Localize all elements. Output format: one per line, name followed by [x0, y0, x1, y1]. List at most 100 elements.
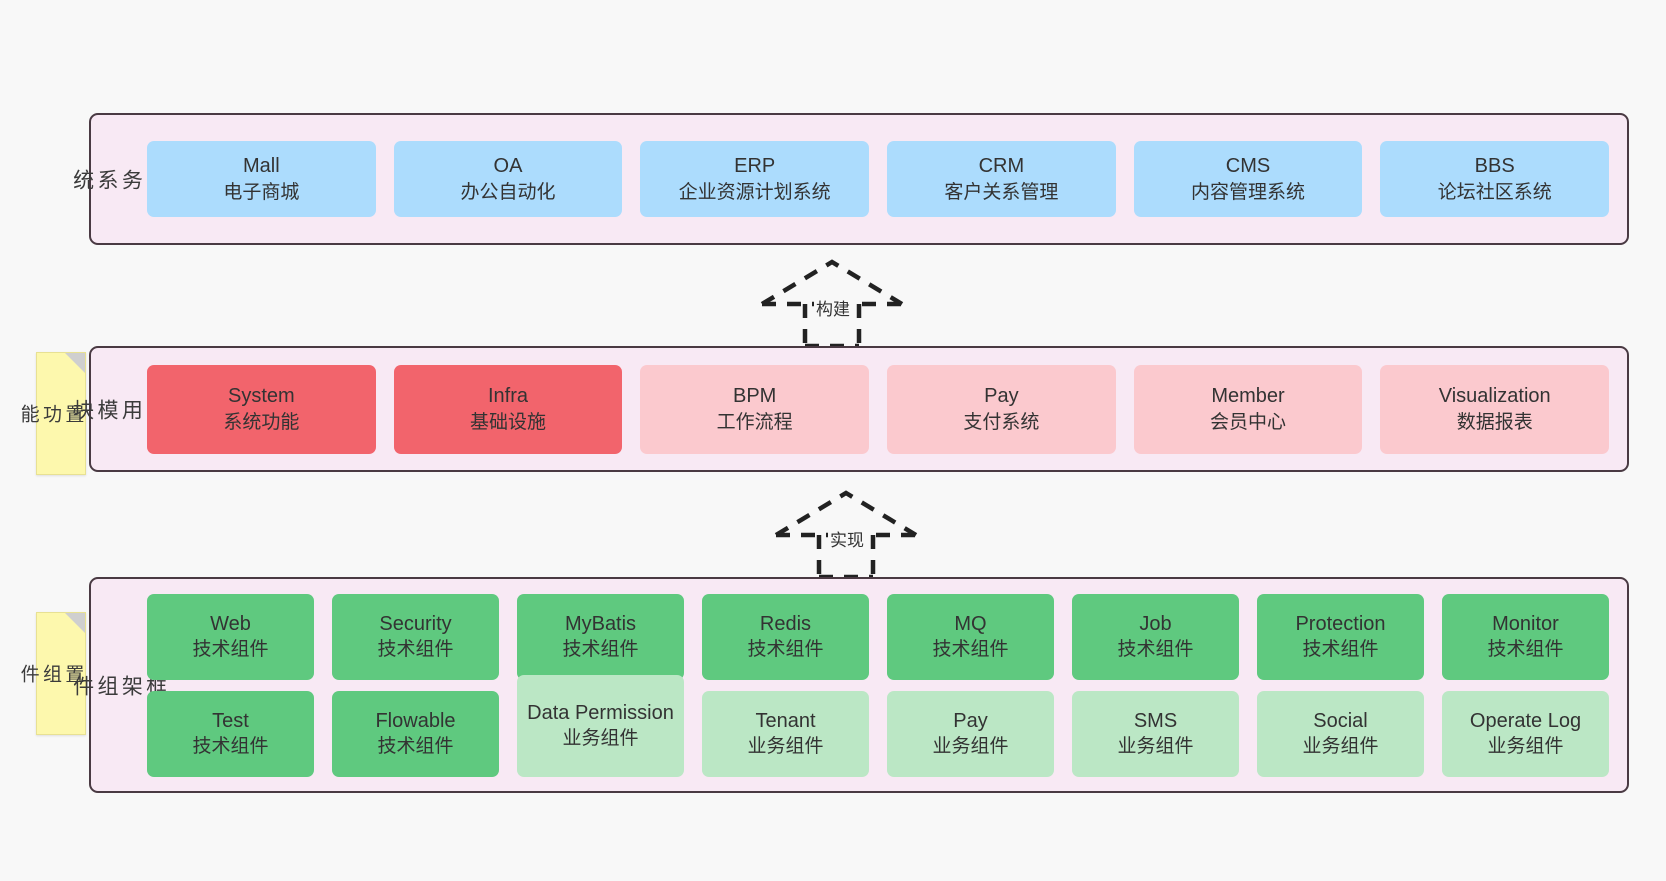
node-subtitle: 技术组件 [192, 639, 269, 661]
node-monitor[interactable]: Monitor 技术组件 [1442, 593, 1609, 680]
node-system[interactable]: System 系统功能 [147, 364, 376, 454]
node-subtitle: 技术组件 [377, 639, 454, 661]
layer-label-business: 业 务 系 统 [70, 168, 167, 190]
node-title: CRM [978, 155, 1025, 178]
node-subtitle: 数据报表 [1456, 411, 1533, 433]
node-bbs[interactable]: BBS 论坛社区系统 [1380, 141, 1610, 217]
node-title: Protection [1295, 612, 1386, 635]
node-pay-component[interactable]: Pay 业务组件 [887, 690, 1054, 777]
node-title: Job [1139, 612, 1172, 635]
node-job[interactable]: Job 技术组件 [1072, 593, 1239, 680]
node-subtitle: 业务组件 [1117, 736, 1194, 758]
node-subtitle: 技术组件 [377, 736, 454, 758]
folded-corner-icon [65, 353, 85, 373]
node-operate-log[interactable]: Operate Log 业务组件 [1442, 690, 1609, 777]
business-node-row: Mall 电子商城 OA 办公自动化 ERP 企业资源计划系统 CRM 客户关系… [141, 141, 1615, 217]
node-subtitle: 技术组件 [1117, 639, 1194, 661]
node-title: Pay [984, 385, 1019, 408]
node-subtitle: 技术组件 [1487, 639, 1564, 661]
node-title: Data Permission [527, 701, 674, 724]
layer-label-framework: 框 架 组 件 [71, 674, 167, 696]
node-mq[interactable]: MQ 技术组件 [887, 593, 1054, 680]
node-title: MQ [954, 612, 987, 635]
node-bpm[interactable]: BPM 工作流程 [640, 364, 870, 454]
node-subtitle: 办公自动化 [460, 181, 556, 203]
layer-label-modules: 通 用 模 块 [71, 398, 167, 420]
node-title: SMS [1133, 709, 1178, 732]
node-subtitle: 电子商城 [223, 181, 300, 203]
node-data-permission[interactable]: Data Permission 业务组件 [517, 674, 684, 777]
node-infra[interactable]: Infra 基础设施 [393, 364, 623, 454]
node-visualization[interactable]: Visualization 数据报表 [1380, 364, 1610, 454]
node-subtitle: 技术组件 [747, 639, 824, 661]
connector-label-build: 构建 [814, 295, 852, 320]
node-title: MyBatis [564, 612, 637, 635]
sticky-note-builtin-features: 内 置 功 能 [18, 352, 106, 475]
layer-body-modules: System 系统功能 Infra 基础设施 BPM 工作流程 Pay 支付系统… [141, 348, 1627, 470]
node-title: Flowable [375, 709, 456, 732]
node-subtitle: 内容管理系统 [1191, 181, 1306, 203]
layer-panel-framework: 框 架 组 件 Web 技术组件 Security 技术组件 MyBatis 技… [71, 577, 1629, 793]
node-protection[interactable]: Protection 技术组件 [1257, 593, 1424, 680]
node-subtitle: 支付系统 [963, 411, 1040, 433]
node-erp[interactable]: ERP 企业资源计划系统 [640, 141, 870, 217]
node-title: Test [212, 709, 249, 732]
node-title: Monitor [1492, 612, 1559, 635]
node-subtitle: 业务组件 [562, 728, 639, 750]
node-pay-module[interactable]: Pay 支付系统 [887, 364, 1116, 454]
node-test[interactable]: Test 技术组件 [147, 690, 314, 777]
node-crm[interactable]: CRM 客户关系管理 [887, 141, 1116, 217]
node-redis[interactable]: Redis 技术组件 [702, 593, 869, 680]
node-title: Pay [953, 709, 988, 732]
node-title: Tenant [755, 709, 816, 732]
node-title: ERP [734, 155, 776, 178]
node-web[interactable]: Web 技术组件 [147, 593, 314, 680]
node-subtitle: 工作流程 [716, 411, 793, 433]
layer-body-framework: Web 技术组件 Security 技术组件 MyBatis 技术组件 Redi… [141, 579, 1627, 791]
node-tenant[interactable]: Tenant 业务组件 [702, 690, 869, 777]
node-subtitle: 技术组件 [932, 639, 1009, 661]
node-subtitle: 会员中心 [1210, 411, 1287, 433]
node-subtitle: 技术组件 [192, 736, 269, 758]
node-sms[interactable]: SMS 业务组件 [1072, 690, 1239, 777]
node-flowable[interactable]: Flowable 技术组件 [332, 690, 499, 777]
framework-business-row: Test 技术组件 Flowable 技术组件 Data Permission … [141, 674, 1615, 777]
node-title: Social [1313, 709, 1368, 732]
node-subtitle: 技术组件 [1302, 639, 1379, 661]
node-title: Operate Log [1469, 709, 1582, 732]
node-subtitle: 基础设施 [470, 411, 547, 433]
node-member[interactable]: Member 会员中心 [1133, 364, 1363, 454]
node-title: Infra [487, 385, 529, 408]
connector-implement: 实现 [766, 487, 926, 580]
node-subtitle: 系统功能 [223, 411, 300, 433]
node-subtitle: 业务组件 [1487, 736, 1564, 758]
framework-tech-row: Web 技术组件 Security 技术组件 MyBatis 技术组件 Redi… [141, 593, 1615, 680]
layer-panel-modules: 通 用 模 块 System 系统功能 Infra 基础设施 BPM 工作流程 … [71, 346, 1629, 472]
connector-build: 构建 [752, 256, 912, 349]
layer-body-business: Mall 电子商城 OA 办公自动化 ERP 企业资源计划系统 CRM 客户关系… [141, 115, 1627, 243]
folded-corner-icon [65, 613, 85, 633]
node-social[interactable]: Social 业务组件 [1257, 690, 1424, 777]
node-title: Mall [243, 155, 280, 178]
node-title: Security [379, 612, 452, 635]
layer-panel-business: 业 务 系 统 Mall 电子商城 OA 办公自动化 ERP 企业资源计划系统 … [70, 113, 1629, 245]
connector-label-implement: 实现 [828, 526, 866, 551]
node-title: OA [493, 155, 523, 178]
node-title: Member [1211, 385, 1285, 408]
node-cms[interactable]: CMS 内容管理系统 [1133, 141, 1363, 217]
node-subtitle: 业务组件 [1302, 736, 1379, 758]
node-subtitle: 业务组件 [932, 736, 1009, 758]
node-subtitle: 企业资源计划系统 [678, 181, 831, 203]
sticky-note-builtin-components: 内 置 组 件 [18, 612, 106, 735]
node-mybatis[interactable]: MyBatis 技术组件 [517, 593, 684, 680]
node-subtitle: 客户关系管理 [944, 181, 1059, 203]
node-subtitle: 技术组件 [562, 639, 639, 661]
node-title: Web [210, 612, 251, 635]
node-oa[interactable]: OA 办公自动化 [393, 141, 623, 217]
node-title: CMS [1225, 155, 1271, 178]
modules-node-row: System 系统功能 Infra 基础设施 BPM 工作流程 Pay 支付系统… [141, 364, 1615, 454]
node-security[interactable]: Security 技术组件 [332, 593, 499, 680]
node-mall[interactable]: Mall 电子商城 [147, 141, 376, 217]
node-title: System [227, 385, 295, 408]
